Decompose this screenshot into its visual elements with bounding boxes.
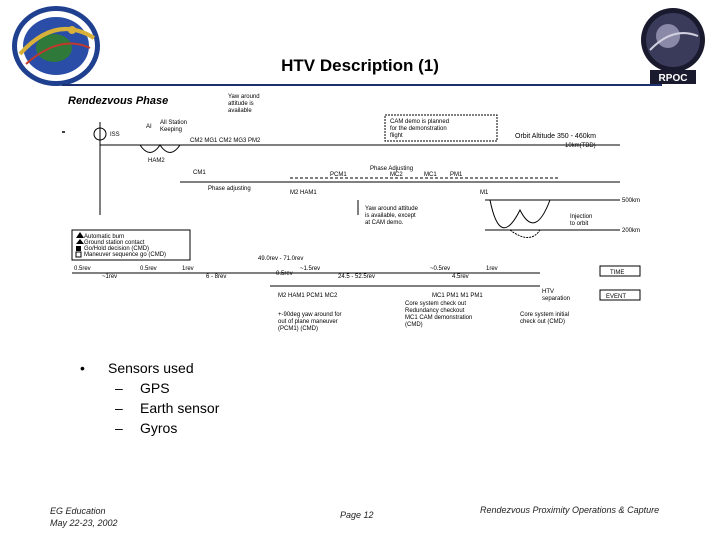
note-b2: Redundancy checkout bbox=[405, 308, 465, 314]
mc1-label: MC1 bbox=[424, 172, 437, 178]
pcm1-label: PCM1 bbox=[330, 172, 347, 178]
htv-label: HTV bbox=[542, 289, 554, 295]
cam-note-2: for the demonstration bbox=[390, 126, 447, 132]
note-c1: Core system initial bbox=[520, 312, 569, 318]
legend-2: Ground station contact bbox=[84, 240, 145, 246]
legend-4: Maneuver sequence go (CMD) bbox=[84, 252, 166, 258]
footer-left: EG Education May 22-23, 2002 bbox=[50, 505, 118, 529]
yaw2c-label: at CAM demo. bbox=[365, 220, 404, 226]
rendezvous-phase-diagram: Rendezvous Phase ISS AI All Station Keep… bbox=[60, 90, 680, 345]
footer-course-title: Rendezvous Proximity Operations & Captur… bbox=[480, 505, 660, 515]
event-label: EVENT bbox=[606, 294, 626, 300]
bullet-dot: • bbox=[80, 360, 85, 376]
dash: – bbox=[115, 420, 123, 436]
note-a3: (PCM1) (CMD) bbox=[278, 326, 318, 332]
cmd-top-label: CM2 MG1 CM2 MG3 PM2 bbox=[190, 138, 261, 144]
rev-6: 0.5rev bbox=[276, 271, 293, 277]
footer-page-number: Page 12 bbox=[340, 510, 374, 520]
list-item-text: GPS bbox=[140, 380, 170, 396]
event-seq: M2 HAM1 PCM1 MC2 bbox=[278, 293, 338, 299]
rev-0: 0.5rev bbox=[74, 266, 91, 272]
note-b1: Core system check out bbox=[405, 301, 466, 307]
separation-label: separation bbox=[542, 296, 570, 302]
diagram-heading: Rendezvous Phase bbox=[68, 95, 168, 107]
ham2-label: HAM2 bbox=[148, 158, 165, 164]
dash: – bbox=[115, 400, 123, 416]
yaw2-label: Yaw around attitude bbox=[365, 206, 419, 212]
to-orbit-label: to orbit bbox=[570, 221, 589, 227]
rev-4: 6 - 8rev bbox=[206, 274, 226, 280]
rev-8: 24.5 - 52.5rev bbox=[338, 274, 375, 280]
cam-note-1: CAM demo is planned bbox=[390, 119, 449, 125]
rev-10: 4.5rev bbox=[452, 274, 469, 280]
rev-2: 0.5rev bbox=[140, 266, 157, 272]
cm1-label: CM1 bbox=[193, 170, 206, 176]
yaw1c-label: available bbox=[228, 108, 252, 114]
phase-adjusting: Phase Adjusting bbox=[370, 166, 413, 172]
injection-label: Injection bbox=[570, 214, 592, 220]
m2-ham1-label: M2 HAM1 bbox=[290, 190, 317, 196]
rpoc-patch-logo: RPOC bbox=[638, 6, 708, 88]
keeping-label: Keeping bbox=[160, 127, 182, 133]
legend-3: Go/Hold decision (CMD) bbox=[84, 246, 149, 252]
dash: – bbox=[115, 380, 123, 396]
km200-label: 200km bbox=[622, 228, 640, 234]
rev-11: 1rev bbox=[486, 266, 498, 272]
yaw1b-label: attitude is bbox=[228, 101, 254, 107]
yaw1-label: Yaw around bbox=[228, 94, 260, 100]
note-c2: check out (CMD) bbox=[520, 319, 565, 325]
footer-date: May 22-23, 2002 bbox=[50, 518, 118, 528]
rev-7: ~1.5rev bbox=[300, 266, 320, 272]
rpoc-text: RPOC bbox=[659, 73, 688, 84]
km500-label: 500km bbox=[622, 198, 640, 204]
pm1-label: PM1 bbox=[450, 172, 463, 178]
rev-9: ~0.5rev bbox=[430, 266, 450, 272]
page-title: HTV Description (1) bbox=[281, 56, 439, 75]
tbd-label: 10km(TBD) bbox=[565, 143, 596, 149]
footer-org: EG Education bbox=[50, 506, 106, 516]
time-label: TIME bbox=[610, 270, 624, 276]
rev-3: 1rev bbox=[182, 266, 194, 272]
note-a2: out of plane maneuver bbox=[278, 319, 338, 325]
rev-1: ~1rev bbox=[102, 274, 117, 280]
all-station-label: All Station bbox=[160, 120, 187, 126]
iss-label: ISS bbox=[110, 132, 120, 138]
note-b3: MC1 CAM demonstration bbox=[405, 315, 472, 321]
title-rule bbox=[62, 84, 662, 86]
orbit-altitude: Orbit Altitude 350 - 460km bbox=[515, 133, 596, 140]
rev-5: 49.0rev - 71.0rev bbox=[258, 256, 303, 262]
mission-patch-logo bbox=[10, 4, 102, 88]
yaw2b-label: is available, except bbox=[365, 213, 416, 219]
ai-label: AI bbox=[146, 124, 152, 130]
note-b4: (CMD) bbox=[405, 322, 423, 328]
note-a1: +-90deg yaw around for bbox=[278, 312, 342, 318]
phase-adjusting-left: Phase adjusting bbox=[208, 186, 251, 192]
m1-label: M1 bbox=[480, 190, 489, 196]
bullet-main-text: Sensors used bbox=[108, 360, 194, 376]
mc2-label: MC2 bbox=[390, 172, 403, 178]
event-seq-2: MC1 PM1 M1 PM1 bbox=[432, 293, 483, 299]
list-item-text: Gyros bbox=[140, 420, 178, 436]
cam-note-3: flight bbox=[390, 133, 403, 139]
list-item-text: Earth sensor bbox=[140, 400, 220, 416]
legend-1: Automatic burn bbox=[84, 234, 124, 240]
